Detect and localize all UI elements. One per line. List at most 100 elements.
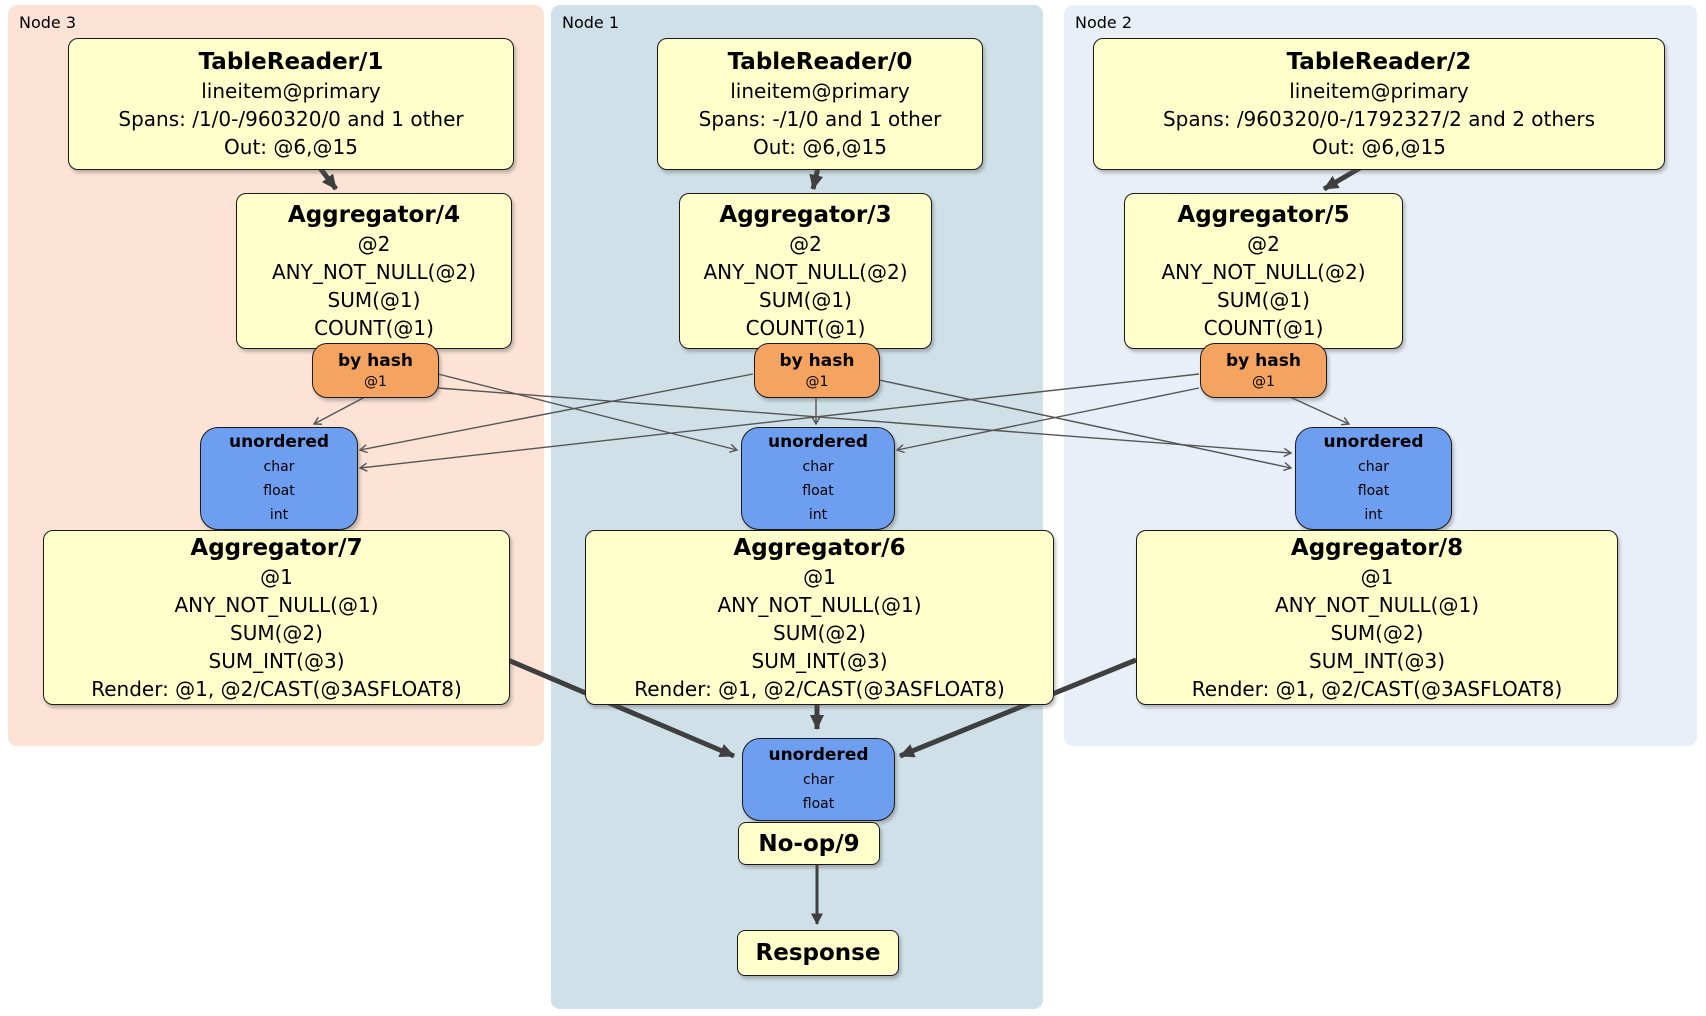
box-line: Spans: -/1/0 and 1 other: [698, 107, 942, 131]
edge-router1-sync3: [358, 373, 754, 454]
box-title: Aggregator/3: [719, 202, 892, 228]
edge-router3-sync2: [437, 387, 1293, 458]
box-line: Render: @1, @2/CAST(@3ASFLOAT8): [634, 676, 1005, 701]
box-line: SUM(@2): [773, 620, 866, 645]
box-line: ANY_NOT_NULL(@1): [717, 592, 922, 617]
box-title: Response: [755, 940, 881, 966]
box-line: Out: @6,@15: [753, 135, 887, 159]
box-line: @1: [260, 564, 293, 589]
box-title: Aggregator/8: [1290, 534, 1464, 561]
router-detail: @1: [1252, 373, 1275, 390]
sync-title: unordered: [768, 745, 869, 765]
box-title: Aggregator/4: [287, 202, 461, 228]
box-line: COUNT(@1): [745, 316, 866, 340]
edge-tr0-agg3: [809, 167, 824, 190]
edge-agg8-syncfinal: [899, 657, 1137, 759]
sync-item: int: [808, 507, 828, 523]
box-title: No-op/9: [758, 830, 860, 857]
aggregator-4-box: Aggregator/4 @2 ANY_NOT_NULL(@2) SUM(@1)…: [236, 193, 512, 349]
box-line: ANY_NOT_NULL(@1): [174, 592, 379, 617]
sync-item: int: [1364, 507, 1383, 523]
edge-tr1-agg4: [318, 166, 338, 191]
sync-item: float: [802, 483, 834, 499]
router-title: by hash: [338, 350, 413, 371]
box-line: @1: [1360, 564, 1394, 589]
tablereader-2-box: TableReader/2 lineitem@primary Spans: /9…: [1093, 38, 1665, 170]
box-line: @2: [357, 232, 391, 256]
box-line: @2: [1247, 232, 1280, 256]
by-hash-router-node3: by hash @1: [312, 343, 439, 398]
box-line: lineitem@primary: [730, 79, 910, 103]
box-line: ANY_NOT_NULL(@2): [703, 260, 908, 284]
edge-router2-sync2: [1289, 396, 1351, 426]
box-line: COUNT(@1): [1203, 316, 1324, 340]
unordered-sync-node2: unordered char float int: [1295, 427, 1452, 530]
box-line: SUM_INT(@3): [208, 648, 345, 673]
sync-item: char: [803, 772, 834, 788]
edge-router3-sync1: [437, 373, 739, 453]
node2-label: Node 2: [1075, 13, 1133, 32]
node1-label: Node 1: [562, 13, 620, 32]
box-line: @2: [789, 232, 822, 256]
aggregator-8-box: Aggregator/8 @1 ANY_NOT_NULL(@1) SUM(@2)…: [1136, 530, 1618, 705]
box-title: Aggregator/7: [190, 534, 363, 561]
aggregator-7-box: Aggregator/7 @1 ANY_NOT_NULL(@1) SUM(@2)…: [43, 530, 510, 705]
sync-title: unordered: [228, 432, 330, 452]
box-line: SUM(@2): [230, 620, 323, 645]
sync-title: unordered: [767, 432, 869, 452]
box-line: Out: @6,@15: [224, 135, 358, 159]
tablereader-1-box: TableReader/1 lineitem@primary Spans: /1…: [68, 38, 514, 170]
box-line: lineitem@primary: [201, 79, 381, 103]
node3-label: Node 3: [19, 13, 77, 32]
sync-item: char: [802, 459, 834, 475]
aggregator-3-box: Aggregator/3 @2 ANY_NOT_NULL(@2) SUM(@1)…: [679, 193, 932, 349]
edge-router3-sync3: [312, 396, 366, 425]
sync-item: float: [802, 796, 835, 812]
box-line: @1: [803, 564, 836, 589]
edge-tr2-agg5: [1322, 165, 1362, 192]
unordered-sync-final: unordered char float: [742, 738, 895, 821]
box-line: ANY_NOT_NULL(@1): [1275, 592, 1479, 617]
tablereader-0-box: TableReader/0 lineitem@primary Spans: -/…: [657, 38, 983, 170]
sync-item: float: [1357, 483, 1390, 499]
sync-item: int: [269, 507, 289, 523]
box-line: SUM(@1): [759, 288, 852, 312]
edge-router2-sync3: [358, 373, 1200, 472]
sync-item: char: [1358, 459, 1389, 475]
unordered-sync-node1: unordered char float int: [741, 427, 895, 530]
unordered-sync-node3: unordered char float int: [200, 427, 358, 530]
router-detail: @1: [364, 373, 387, 390]
box-line: Out: @6,@15: [1312, 135, 1446, 159]
box-line: SUM(@1): [327, 288, 421, 312]
edge-agg7-syncfinal: [507, 657, 735, 759]
box-line: lineitem@primary: [1289, 79, 1469, 103]
box-line: SUM(@2): [1330, 620, 1424, 645]
edge-router1-sync2: [878, 379, 1293, 472]
by-hash-router-node2: by hash @1: [1200, 343, 1327, 398]
edge-router2-sync1: [895, 387, 1200, 454]
box-line: SUM(@1): [1217, 288, 1310, 312]
box-title: Aggregator/5: [1177, 202, 1350, 228]
noop-box: No-op/9: [738, 822, 880, 865]
box-title: Aggregator/6: [733, 534, 906, 561]
box-line: COUNT(@1): [314, 316, 434, 340]
box-line: SUM_INT(@3): [1309, 648, 1445, 673]
sync-item: float: [263, 483, 295, 499]
box-title: TableReader/0: [727, 49, 913, 75]
box-line: Spans: /960320/0-/1792327/2 and 2 others: [1162, 107, 1595, 131]
box-line: ANY_NOT_NULL(@2): [1161, 260, 1366, 284]
router-detail: @1: [805, 373, 829, 390]
box-line: ANY_NOT_NULL(@2): [272, 260, 476, 284]
router-title: by hash: [779, 350, 855, 371]
box-title: TableReader/2: [1286, 49, 1472, 75]
box-line: Render: @1, @2/CAST(@3ASFLOAT8): [1191, 676, 1563, 701]
aggregator-6-box: Aggregator/6 @1 ANY_NOT_NULL(@1) SUM(@2)…: [585, 530, 1054, 705]
response-box: Response: [737, 930, 899, 976]
box-title: TableReader/1: [198, 49, 384, 75]
box-line: Render: @1, @2/CAST(@3ASFLOAT8): [91, 676, 462, 701]
router-title: by hash: [1226, 350, 1301, 371]
aggregator-5-box: Aggregator/5 @2 ANY_NOT_NULL(@2) SUM(@1)…: [1124, 193, 1403, 349]
by-hash-router-node1: by hash @1: [754, 343, 880, 398]
